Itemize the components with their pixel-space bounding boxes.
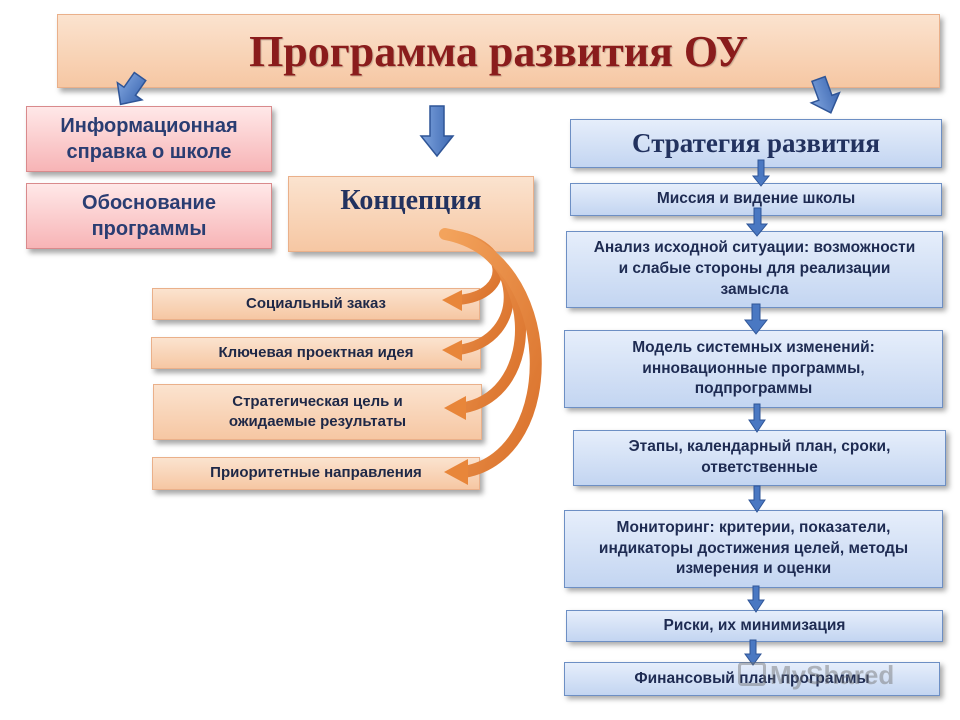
concept-item: Ключевая проектная идея <box>151 337 481 369</box>
strategy-box: Стратегия развития <box>570 119 942 168</box>
strategy-step-label: Миссия и видение школы <box>656 190 856 208</box>
page-title: Программа развития ОУ <box>249 26 748 76</box>
strategy-step: Риски, их минимизация <box>566 610 943 642</box>
strategy-step-label: Модель системных изменений: инновационны… <box>632 338 875 398</box>
info-box: Информационная справка о школе <box>26 106 272 172</box>
strategy-step-label: Анализ исходной ситуации: возможности и … <box>593 239 916 298</box>
strategy-title: Стратегия развития <box>632 128 880 158</box>
strategy-step-label: Финансовый план программы <box>634 669 870 687</box>
chain-arrow <box>747 585 765 613</box>
chain-arrow <box>748 485 766 513</box>
concept-item: Стратегическая цель и ожидаемые результа… <box>153 384 482 440</box>
title-box: Программа развития ОУ <box>57 14 940 88</box>
concept-item-label: Социальный заказ <box>246 294 386 312</box>
concept-item-label: Приоритетные направления <box>210 464 422 482</box>
strategy-step-label: Мониторинг: критерии, показатели, индика… <box>598 518 909 578</box>
concept-item-label: Ключевая проектная идея <box>218 343 414 361</box>
strategy-step: Мониторинг: критерии, показатели, индика… <box>564 510 943 588</box>
justification-box: Обоснование программы <box>26 183 272 249</box>
strategy-step: Финансовый план программы <box>564 662 940 696</box>
concept-box: Концепция <box>288 176 534 252</box>
concept-item: Приоритетные направления <box>152 457 480 490</box>
strategy-step: Анализ исходной ситуации: возможности и … <box>566 231 943 308</box>
strategy-step: Этапы, календарный план, сроки, ответств… <box>573 430 946 486</box>
chain-arrow <box>748 403 766 433</box>
justification-label: Обоснование программы <box>82 192 216 240</box>
concept-item-label: Стратегическая цель и ожидаемые результа… <box>228 392 407 430</box>
watermark-icon <box>738 662 766 686</box>
strategy-step-label: Этапы, календарный план, сроки, ответств… <box>628 438 891 476</box>
strategy-step: Модель системных изменений: инновационны… <box>564 330 943 408</box>
strategy-step-label: Риски, их минимизация <box>663 616 846 634</box>
orange-curve-arrow <box>439 228 526 414</box>
strategy-step: Миссия и видение школы <box>570 183 942 216</box>
concept-title: Концепция <box>340 185 482 216</box>
concept-item: Социальный заказ <box>152 288 480 320</box>
blue-arrow-middle <box>419 105 455 158</box>
watermark: MyShared <box>770 660 895 690</box>
info-label: Информационная справка о школе <box>60 115 238 163</box>
